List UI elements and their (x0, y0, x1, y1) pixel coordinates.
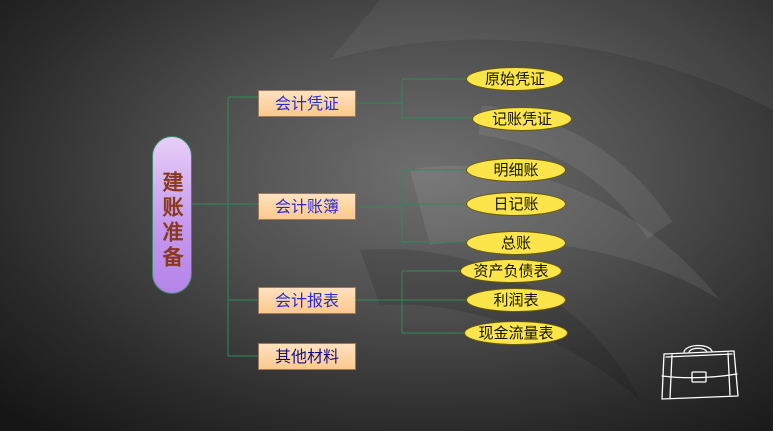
leaf-label: 记账凭证 (491, 110, 552, 128)
branch-label: 会计账簿 (274, 197, 339, 216)
leaf-label: 资产负债表 (473, 262, 549, 280)
leaf-label: 现金流量表 (478, 324, 554, 342)
root-node: 建账准备 (152, 136, 192, 294)
leaf-node-general-ledger: 总账 (466, 231, 566, 255)
leaf-node-bookkeeping-voucher: 记账凭证 (472, 107, 572, 131)
branch-node-other-materials: 其他材料 (258, 343, 356, 370)
leaf-node-journal: 日记账 (466, 192, 566, 216)
leaf-label: 利润表 (493, 291, 539, 309)
branch-label: 其他材料 (274, 347, 339, 366)
leaf-node-original-voucher: 原始凭证 (466, 67, 564, 91)
leaf-node-balance-sheet: 资产负债表 (460, 259, 562, 283)
leaf-node-cash-flow-statement: 现金流量表 (464, 321, 568, 345)
briefcase-icon (661, 344, 739, 400)
branch-node-financial-statements: 会计报表 (258, 287, 356, 314)
leaf-label: 日记账 (493, 195, 539, 213)
branch-label: 会计报表 (274, 291, 339, 310)
leaf-node-detail-ledger: 明细账 (466, 158, 566, 182)
branch-node-account-books: 会计账簿 (258, 193, 356, 220)
branch-node-accounting-vouchers: 会计凭证 (258, 90, 356, 117)
leaf-label: 明细账 (493, 161, 539, 179)
leaf-label: 总账 (500, 234, 531, 252)
leaf-node-income-statement: 利润表 (466, 288, 566, 312)
leaf-label: 原始凭证 (484, 70, 545, 88)
root-label: 建账准备 (160, 171, 184, 271)
branch-label: 会计凭证 (274, 94, 339, 113)
